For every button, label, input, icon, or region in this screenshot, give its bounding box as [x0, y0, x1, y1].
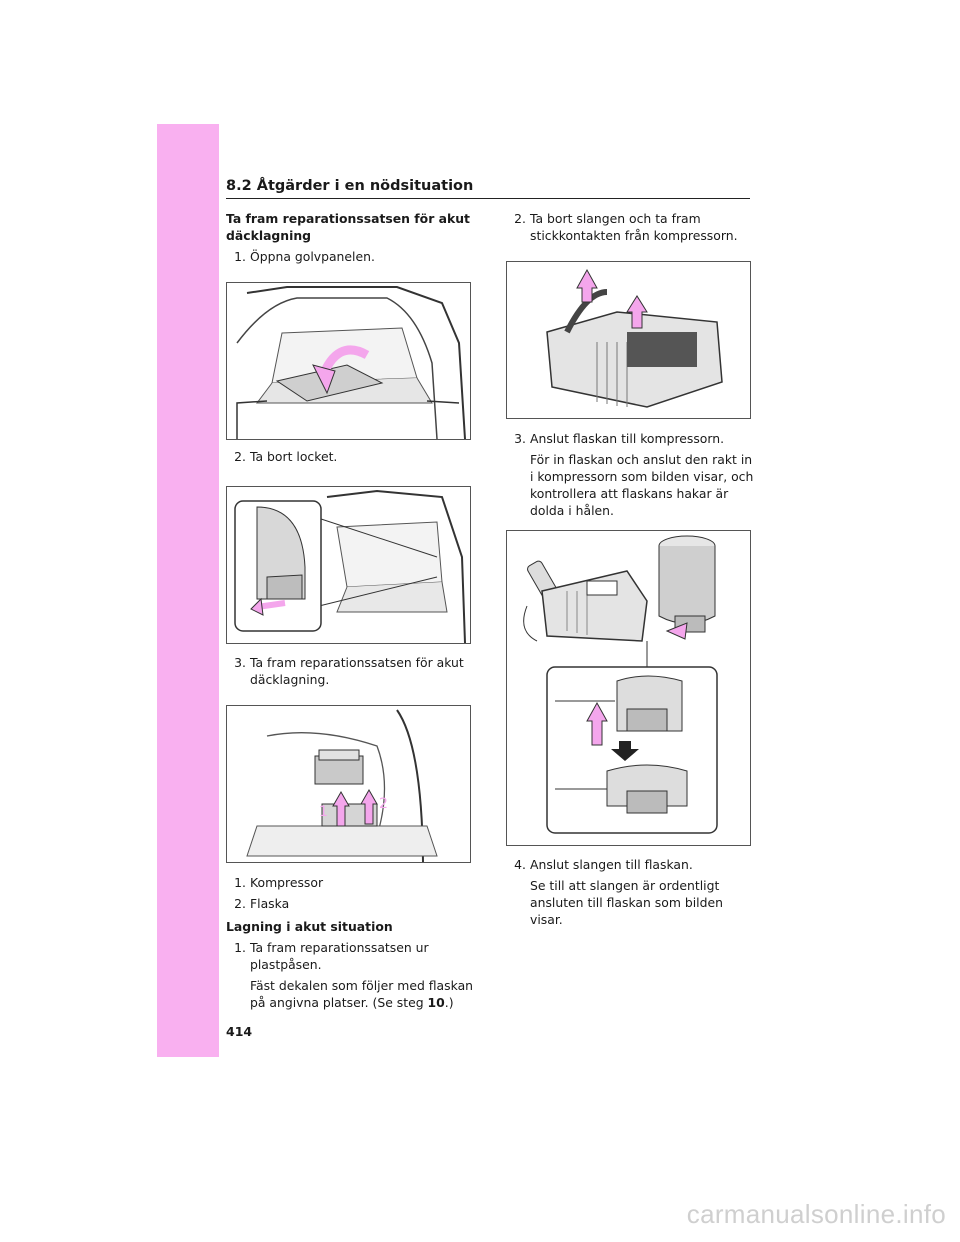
figure-remove-lid	[226, 486, 471, 644]
step-number: 1.	[234, 940, 246, 955]
note-text-end: .)	[444, 995, 454, 1010]
legend-item: 2. Flaska	[226, 895, 476, 912]
step-text: Ta bort slangen och ta fram stickkontakt…	[530, 211, 738, 243]
step-open-floor: 1. Öppna golvpanelen.	[226, 248, 476, 265]
left-lower: 1. Kompressor 2. Flaska Lagning i akut s…	[226, 874, 476, 1011]
step-take-kit: 3. Ta fram reparationssatsen för akut dä…	[226, 654, 476, 688]
step-number: 3.	[234, 655, 246, 670]
step-connect-bottle: 3. Anslut flaskan till kompressorn. För …	[506, 430, 756, 519]
step-reference: 10	[427, 995, 445, 1010]
legend-number: 1.	[234, 875, 246, 890]
step-connect-hose: 4. Anslut slangen till flaskan. Se till …	[506, 856, 756, 928]
step-remove-lid: 2. Ta bort locket.	[226, 448, 476, 465]
figure-repair-kit: 1 2	[226, 705, 471, 863]
step-take-out-bag: 1. Ta fram reparationssatsen ur plastpås…	[226, 939, 476, 973]
step-number: 3.	[514, 431, 526, 446]
step-number: 2.	[234, 449, 246, 464]
chapter-tab	[157, 124, 219, 1057]
page-number: 414	[226, 1024, 253, 1039]
legend-text: Kompressor	[250, 875, 324, 890]
left-intro: Ta fram reparationssatsen för akut däckl…	[226, 210, 476, 265]
watermark: carmanualsonline.info	[686, 1199, 946, 1229]
heading-emergency-repair: Lagning i akut situation	[226, 919, 393, 934]
step-note-insert: För in flaskan och anslut den rakt in i …	[530, 452, 754, 518]
legend-number: 2.	[234, 896, 246, 911]
step-remove-hose: 2. Ta bort slangen och ta fram stickkont…	[506, 210, 756, 244]
step-number: 4.	[514, 857, 526, 872]
section-title: 8.2 Åtgärder i en nödsituation	[226, 178, 474, 194]
callout-2: 2	[379, 796, 388, 812]
step-text: Ta bort locket.	[250, 449, 338, 464]
callout-1: 1	[319, 804, 328, 820]
heading-retrieve-kit: Ta fram reparationssatsen för akut däckl…	[226, 211, 470, 243]
section-rule	[226, 198, 750, 199]
step-note-hose: Se till att slangen är ordentligt anslut…	[530, 878, 723, 927]
legend-item: 1. Kompressor	[226, 874, 476, 891]
step-text: Anslut flaskan till kompressorn.	[530, 431, 725, 446]
figure-floor-panel	[226, 282, 471, 440]
note-text: Fäst dekalen som följer med flaskan på a…	[250, 978, 474, 1010]
figure-compressor-hose	[506, 261, 751, 419]
step-number: 1.	[234, 249, 246, 264]
step-number: 2.	[514, 211, 526, 226]
step-note-decal: Fäst dekalen som följer med flaskan på a…	[226, 977, 476, 1011]
legend-text: Flaska	[250, 896, 290, 911]
step-text: Ta fram reparationssatsen ur plastpåsen.	[250, 940, 429, 972]
step-text: Anslut slangen till flaskan.	[530, 857, 693, 872]
step-text: Ta fram reparationssatsen för akut däckl…	[250, 655, 464, 687]
figure-connect-bottle	[506, 530, 751, 846]
step-text: Öppna golvpanelen.	[250, 249, 375, 264]
